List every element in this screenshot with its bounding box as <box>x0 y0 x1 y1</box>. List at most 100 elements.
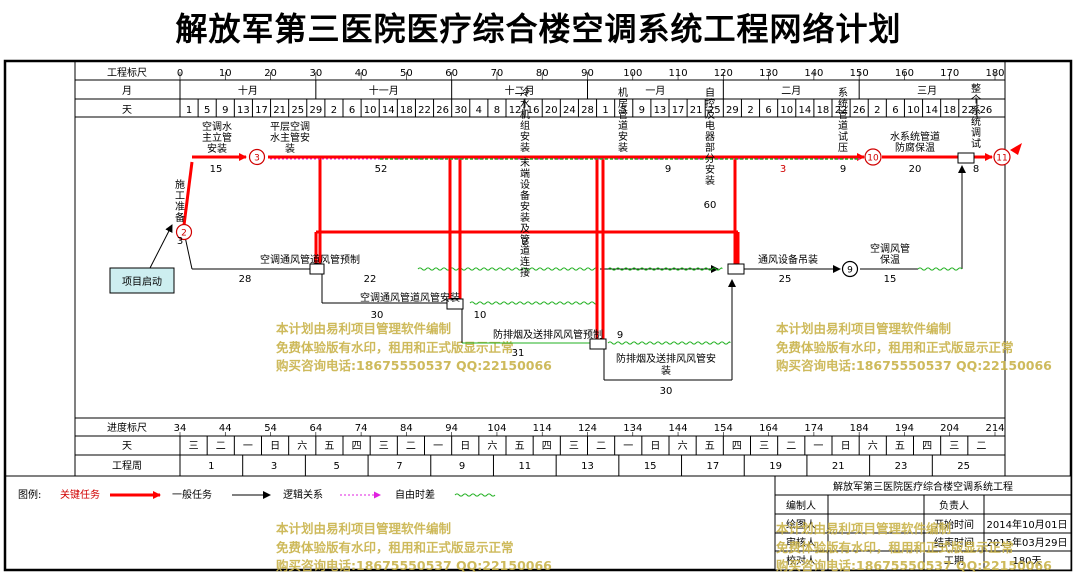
task-label-t6-char: 房 <box>618 97 628 110</box>
tb-owner-label: 负责人 <box>939 499 969 512</box>
task-labels: 空调水主立管安装15平层空调水主管安装52施工准备3冷水机组安装末端设备安装及管… <box>175 82 981 397</box>
progress-tick-label: 74 <box>355 423 368 434</box>
task-label-t1-line: 主立管 <box>202 131 232 144</box>
progress-tick-label: 94 <box>445 423 458 434</box>
day-label: 25 <box>291 105 304 116</box>
task-label-t5-char: 末 <box>520 156 530 169</box>
task-label-t6-char: 管 <box>618 108 628 121</box>
project-start-box: 项目启动 <box>109 267 175 294</box>
task-label-t4-char: 冷 <box>520 86 530 99</box>
footer-week-label: 工程周 <box>112 460 142 472</box>
task-label-t8-char: 道 <box>838 119 848 132</box>
milestone-boxes <box>309 152 975 350</box>
task-label-t7-char: 及 <box>705 109 715 121</box>
critical-path <box>182 153 993 344</box>
weekday-label: 五 <box>515 441 525 452</box>
task-dur-t14: 30 <box>660 386 673 397</box>
day-label: 10 <box>780 105 793 116</box>
weekday-label: 二 <box>406 441 416 452</box>
task-label-t1-line: 空调水 <box>202 120 232 133</box>
weekday-label: 三 <box>379 441 389 452</box>
node-2-label: 2 <box>181 229 187 239</box>
task-label-t7-char: 分 <box>705 153 715 165</box>
day-label: 12 <box>509 105 522 116</box>
weekday-label: 一 <box>813 441 823 452</box>
task-label-t8-char: 系 <box>838 87 848 99</box>
week-label: 17 <box>707 461 720 472</box>
task-label-t3-char: 准 <box>175 201 185 213</box>
task-label-t8-char: 压 <box>838 142 848 154</box>
node-2: 2 <box>175 223 193 241</box>
weekday-label: 日 <box>270 441 280 452</box>
week-label: 5 <box>334 461 340 472</box>
task-label-t5-char: 安 <box>520 200 530 213</box>
task-label-t12: 空调通风管道风管安装 <box>360 291 460 304</box>
weekday-label: 四 <box>732 441 742 452</box>
start-pointer <box>149 224 173 269</box>
task-dur-branch-30: 30 <box>371 310 384 321</box>
day-label: 29 <box>726 105 739 116</box>
legend: 图例: 关键任务 一般任务 逻辑关系 自由时差 <box>18 488 496 501</box>
month-label: 十月 <box>238 84 258 97</box>
day-label: 26 <box>853 105 866 116</box>
task-label-t6-char: 安 <box>618 130 628 143</box>
day-label: 17 <box>255 105 268 116</box>
title-block: 解放军第三医院医疗综合楼空调系统工程 编制人 负责人 绘图人 开始时间 2014… <box>774 475 1072 571</box>
day-label: 17 <box>672 105 685 116</box>
watermark-text: 本计划由易利项目管理软件编制 <box>276 321 451 336</box>
task-label-t4-char: 机 <box>520 108 530 121</box>
day-label: 21 <box>690 105 703 116</box>
task-label-t6-char: 机 <box>618 86 628 99</box>
weekday-label: 五 <box>895 441 905 452</box>
day-label: 8 <box>494 105 500 116</box>
task-label-t10-char: 统 <box>971 115 981 128</box>
progress-tick-label: 144 <box>669 423 688 434</box>
week-label: 25 <box>957 461 970 472</box>
day-label: 6 <box>349 105 355 116</box>
day-label: 2 <box>874 105 880 116</box>
task-dur-t15: 25 <box>779 274 792 285</box>
task-label-t3-char: 备 <box>175 211 185 224</box>
progress-tick-label: 64 <box>309 423 322 434</box>
progress-tick-label: 154 <box>714 423 733 434</box>
task-dur-t8: 9 <box>840 164 846 175</box>
task-label-t7-char: 器 <box>705 131 715 143</box>
page-title: 解放军第三医院医疗综合楼空调系统工程网络计划 <box>175 10 902 48</box>
weekday-label: 一 <box>243 441 253 452</box>
task-label-t11: 空调通风管道风管预制 <box>260 253 360 266</box>
watermark-text: 免费体验版有水印，租用和正式版显示正常 <box>276 340 514 355</box>
day-label: 26 <box>436 105 449 116</box>
week-label: 15 <box>644 461 657 472</box>
task-label-t4-char: 组 <box>520 119 530 132</box>
day-label: 18 <box>400 105 413 116</box>
week-label: 7 <box>396 461 402 472</box>
task-label-t8-char: 管 <box>838 108 848 121</box>
task-label-t8-char: 试 <box>838 130 848 143</box>
task-dur-t9: 20 <box>909 164 922 175</box>
weekday-label: 二 <box>216 441 226 452</box>
task-label-t9-line: 防腐保温 <box>895 141 935 154</box>
weekday-label: 二 <box>976 441 986 452</box>
node-9: 9 <box>841 260 859 278</box>
day-label: 9 <box>639 105 645 116</box>
watermark-text: 本计划由易利项目管理软件编制 <box>276 521 451 536</box>
task-label-t14-line: 装 <box>661 364 671 377</box>
task-label-t1-line: 安装 <box>207 142 227 155</box>
task-label-t2-line: 水主管安 <box>270 131 310 144</box>
day-label: 13 <box>654 105 667 116</box>
weekday-label: 五 <box>705 441 715 452</box>
day-label: 20 <box>545 105 558 116</box>
day-label: 2 <box>331 105 337 116</box>
task-label-t5-char: 连 <box>520 255 530 268</box>
month-label: 二月 <box>781 85 801 97</box>
tb-end-value: 2015年03月29日 <box>987 536 1068 549</box>
weekday-label: 四 <box>352 441 362 452</box>
tb-reviewer-label: 审核人 <box>786 536 816 549</box>
